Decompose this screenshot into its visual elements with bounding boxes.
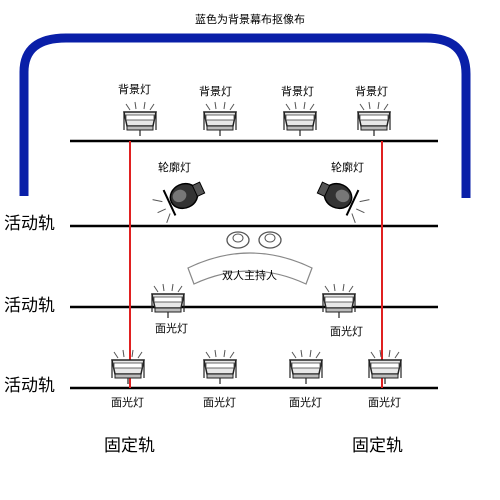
key-light-label-r3-1: 面光灯	[111, 396, 144, 409]
fixed-rail-label-right: 固定轨	[352, 436, 403, 456]
contour-light-label-right: 轮廓灯	[331, 161, 364, 174]
background-light-label-2: 背景灯	[199, 85, 232, 98]
movable-rail-label-3: 活动轨	[4, 376, 55, 396]
backdrop-screen	[19, 33, 471, 198]
key-light-label-r2-right: 面光灯	[330, 325, 363, 338]
background-light-label-3: 背景灯	[281, 85, 314, 98]
background-light-4	[357, 101, 391, 137]
movable-rail-label-2: 活动轨	[4, 296, 55, 316]
hosts-label: 双人主持人	[222, 269, 277, 282]
key-light-label-r3-3: 面光灯	[289, 396, 322, 409]
contour-light-label-left: 轮廓灯	[158, 161, 191, 174]
background-light-2	[203, 101, 237, 137]
contour-light-left	[148, 173, 211, 226]
key-light-label-r3-4: 面光灯	[368, 396, 401, 409]
backdrop-caption: 蓝色为背景幕布抠像布	[195, 13, 305, 26]
key-light-label-r3-2: 面光灯	[203, 396, 236, 409]
key-light-r3-4	[368, 349, 402, 385]
fixed-rail-label-left: 固定轨	[104, 436, 155, 456]
key-light-r2-left	[151, 283, 185, 319]
background-light-3	[283, 101, 317, 137]
key-light-r2-right	[322, 283, 356, 319]
key-light-r3-2	[203, 349, 237, 385]
key-light-r3-3	[289, 349, 323, 385]
background-light-label-1: 背景灯	[118, 83, 151, 96]
hosts-figure	[187, 231, 313, 285]
contour-light-right	[311, 173, 374, 226]
movable-rail-label-1: 活动轨	[4, 214, 55, 234]
key-light-label-r2-left: 面光灯	[155, 322, 188, 335]
background-light-1	[123, 101, 157, 137]
key-light-r3-1	[111, 349, 145, 385]
background-light-label-4: 背景灯	[355, 85, 388, 98]
